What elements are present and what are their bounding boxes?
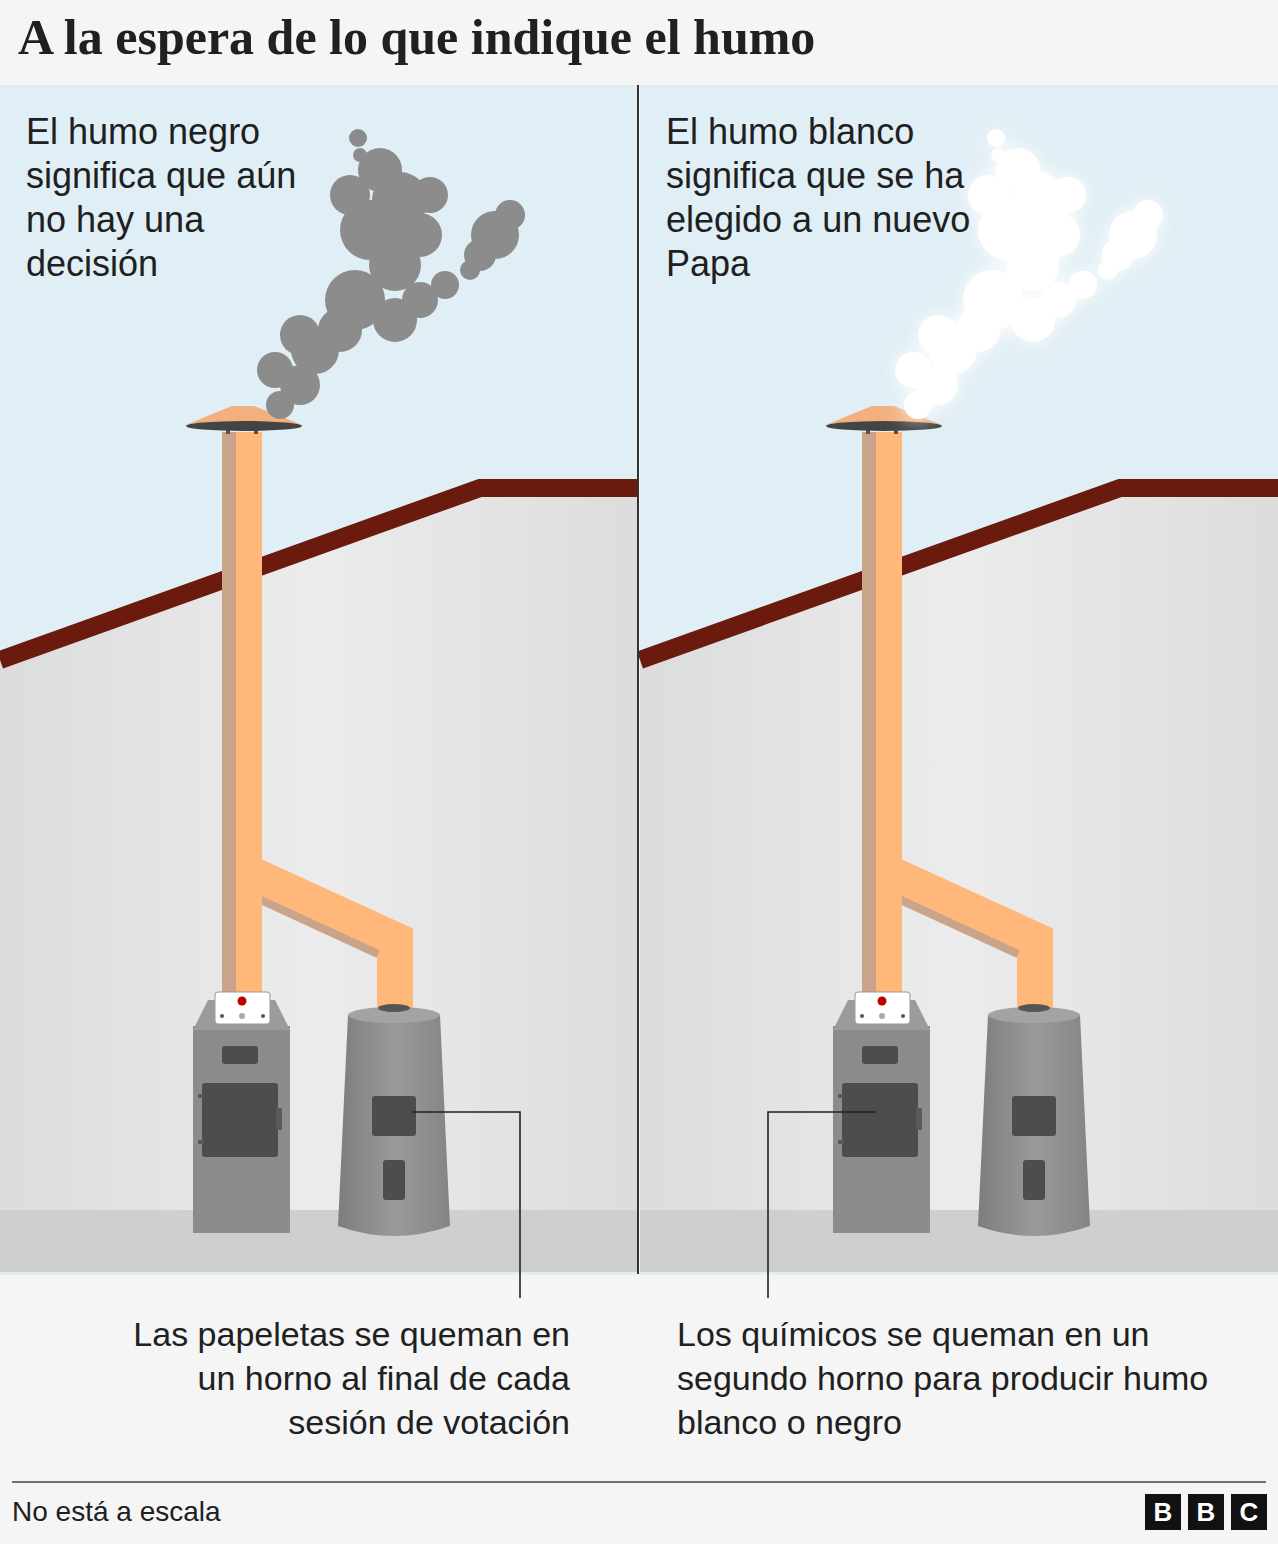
logo-box [1145,1494,1181,1530]
logo-letter: B [1145,1494,1181,1530]
smoke-meaning: El humo negro significa que aún no hay u… [26,110,336,286]
logo-box [1231,1494,1267,1530]
illustration-part [0,85,638,1275]
callout-note: Los químicos se queman en un segundo hor… [677,1312,1267,1444]
logo-box [1188,1494,1224,1530]
title: A la espera de lo que indique el humo [18,8,815,66]
scale-note: No está a escala [12,1494,412,1530]
leader-line [412,1112,520,1298]
footer-rule [12,1481,1266,1483]
illustration-part [257,129,525,419]
callout-note: Las papeletas se queman en un horno al f… [90,1312,570,1444]
logo-letter: B [1188,1494,1224,1530]
smoke-meaning: El humo blanco significa que se ha elegi… [666,110,996,286]
illustration-part [640,85,1278,1275]
panel-divider [637,85,639,1274]
logo-letter: C [1231,1494,1267,1530]
leader-line [768,1112,876,1298]
